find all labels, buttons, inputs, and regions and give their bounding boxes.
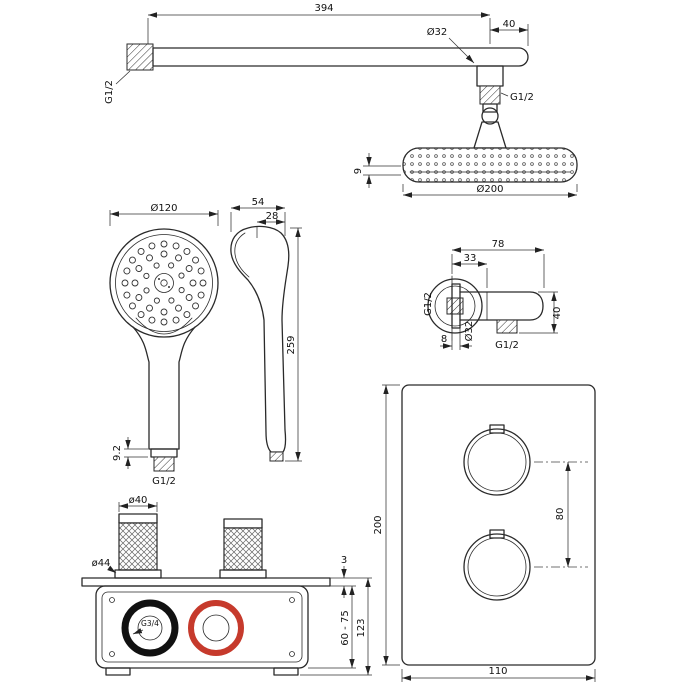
valve-body-drawing: ø40 ø44 G3/4 3 60 - 75 123 [81,495,372,676]
profile-thread [269,451,284,462]
valve-foot-right [273,667,299,676]
hand-shower-handle [132,326,196,450]
dim-plate-width: 110 [488,666,507,677]
label-wall-thread: G1/2 [104,80,115,104]
wall-outlet-drawing: 78 33 G1/2 G1/2 Ø32 8 40 [423,239,563,351]
label-flange-thread: G1/2 [423,292,434,316]
ball-joint [481,107,499,125]
arm-outlet-thread [479,85,501,105]
dim-arm-end-offset: 40 [503,19,516,30]
head-locknut [482,103,498,113]
handle-top [463,428,531,496]
inlet-collar-left [114,569,162,579]
hand-shower-profile [230,225,290,453]
dim-outlet-height: 40 [552,307,563,320]
dim-valve-height: 123 [356,618,367,637]
dim-arm-diameter: Ø32 [427,26,448,38]
dim-hand-shower-diameter: Ø120 [151,202,178,214]
dim-install-depth: 60 - 75 [340,610,351,645]
label-outlet-thread: G1/2 [510,92,534,103]
dim-collar-height: 9.2 [112,445,123,461]
flange-thread [446,297,464,315]
inlet-collar-right [219,569,267,579]
dim-outlet-diameter: Ø32 [463,321,475,342]
shower-arm-assembly-drawing: 394 40 Ø32 G1/2 G1/2 9 Ø200 [104,3,578,198]
dim-side-width: 54 [252,197,265,208]
dim-collar-diameter: ø44 [92,558,111,569]
rain-shower-head [402,147,578,183]
label-outlet-bottom-thread: G1/2 [495,340,519,351]
hub-cap [154,273,174,293]
hand-shower-side-drawing: 54 28 259 [230,197,302,462]
trim-plate-drawing: 80 200 110 [373,384,596,682]
dim-outlet-offset: 33 [464,253,477,264]
mounting-plate [81,577,331,587]
outlet-body [459,291,544,321]
head-cone [473,121,507,149]
cover-seam [135,317,193,335]
dim-arm-length: 394 [314,3,333,14]
dim-side-depth: 28 [266,211,279,222]
dim-flange-plate-thickness: 8 [441,334,447,345]
outlet-nipple [496,319,518,334]
hand-shower-front-drawing: Ø120 [109,202,219,487]
dim-head-diameter: Ø200 [477,183,504,195]
label-inlet-thread: G3/4 [141,619,159,628]
valve-port-right [188,600,244,656]
wall-mount-thread [126,43,154,71]
trim-plate [401,384,596,666]
shower-arm-tube [152,47,529,67]
valve-housing [95,585,309,669]
hand-shower-face [109,228,219,338]
valve-port-left [121,599,179,657]
valve-inlet-right [223,527,263,571]
flange-plate [451,283,461,329]
dim-head-thickness: 9 [353,168,364,174]
label-hand-shower-thread: G1/2 [152,476,176,487]
handle-collar [150,448,178,458]
outlet-flange [427,278,483,334]
valve-inlet-left [118,522,158,571]
dim-outlet-projection: 78 [492,239,505,250]
valve-foot-left [105,667,131,676]
dim-hand-shower-height: 259 [286,335,297,354]
dim-knob-diameter: ø40 [129,495,148,506]
handle-thread [153,456,175,472]
dim-handle-spacing: 80 [555,508,566,521]
dim-plate-thickness: 3 [341,555,347,566]
handle-bottom [463,533,531,601]
arm-drop-tube [476,65,504,87]
dim-plate-height: 200 [373,515,384,534]
spray-nozzles [121,240,207,326]
